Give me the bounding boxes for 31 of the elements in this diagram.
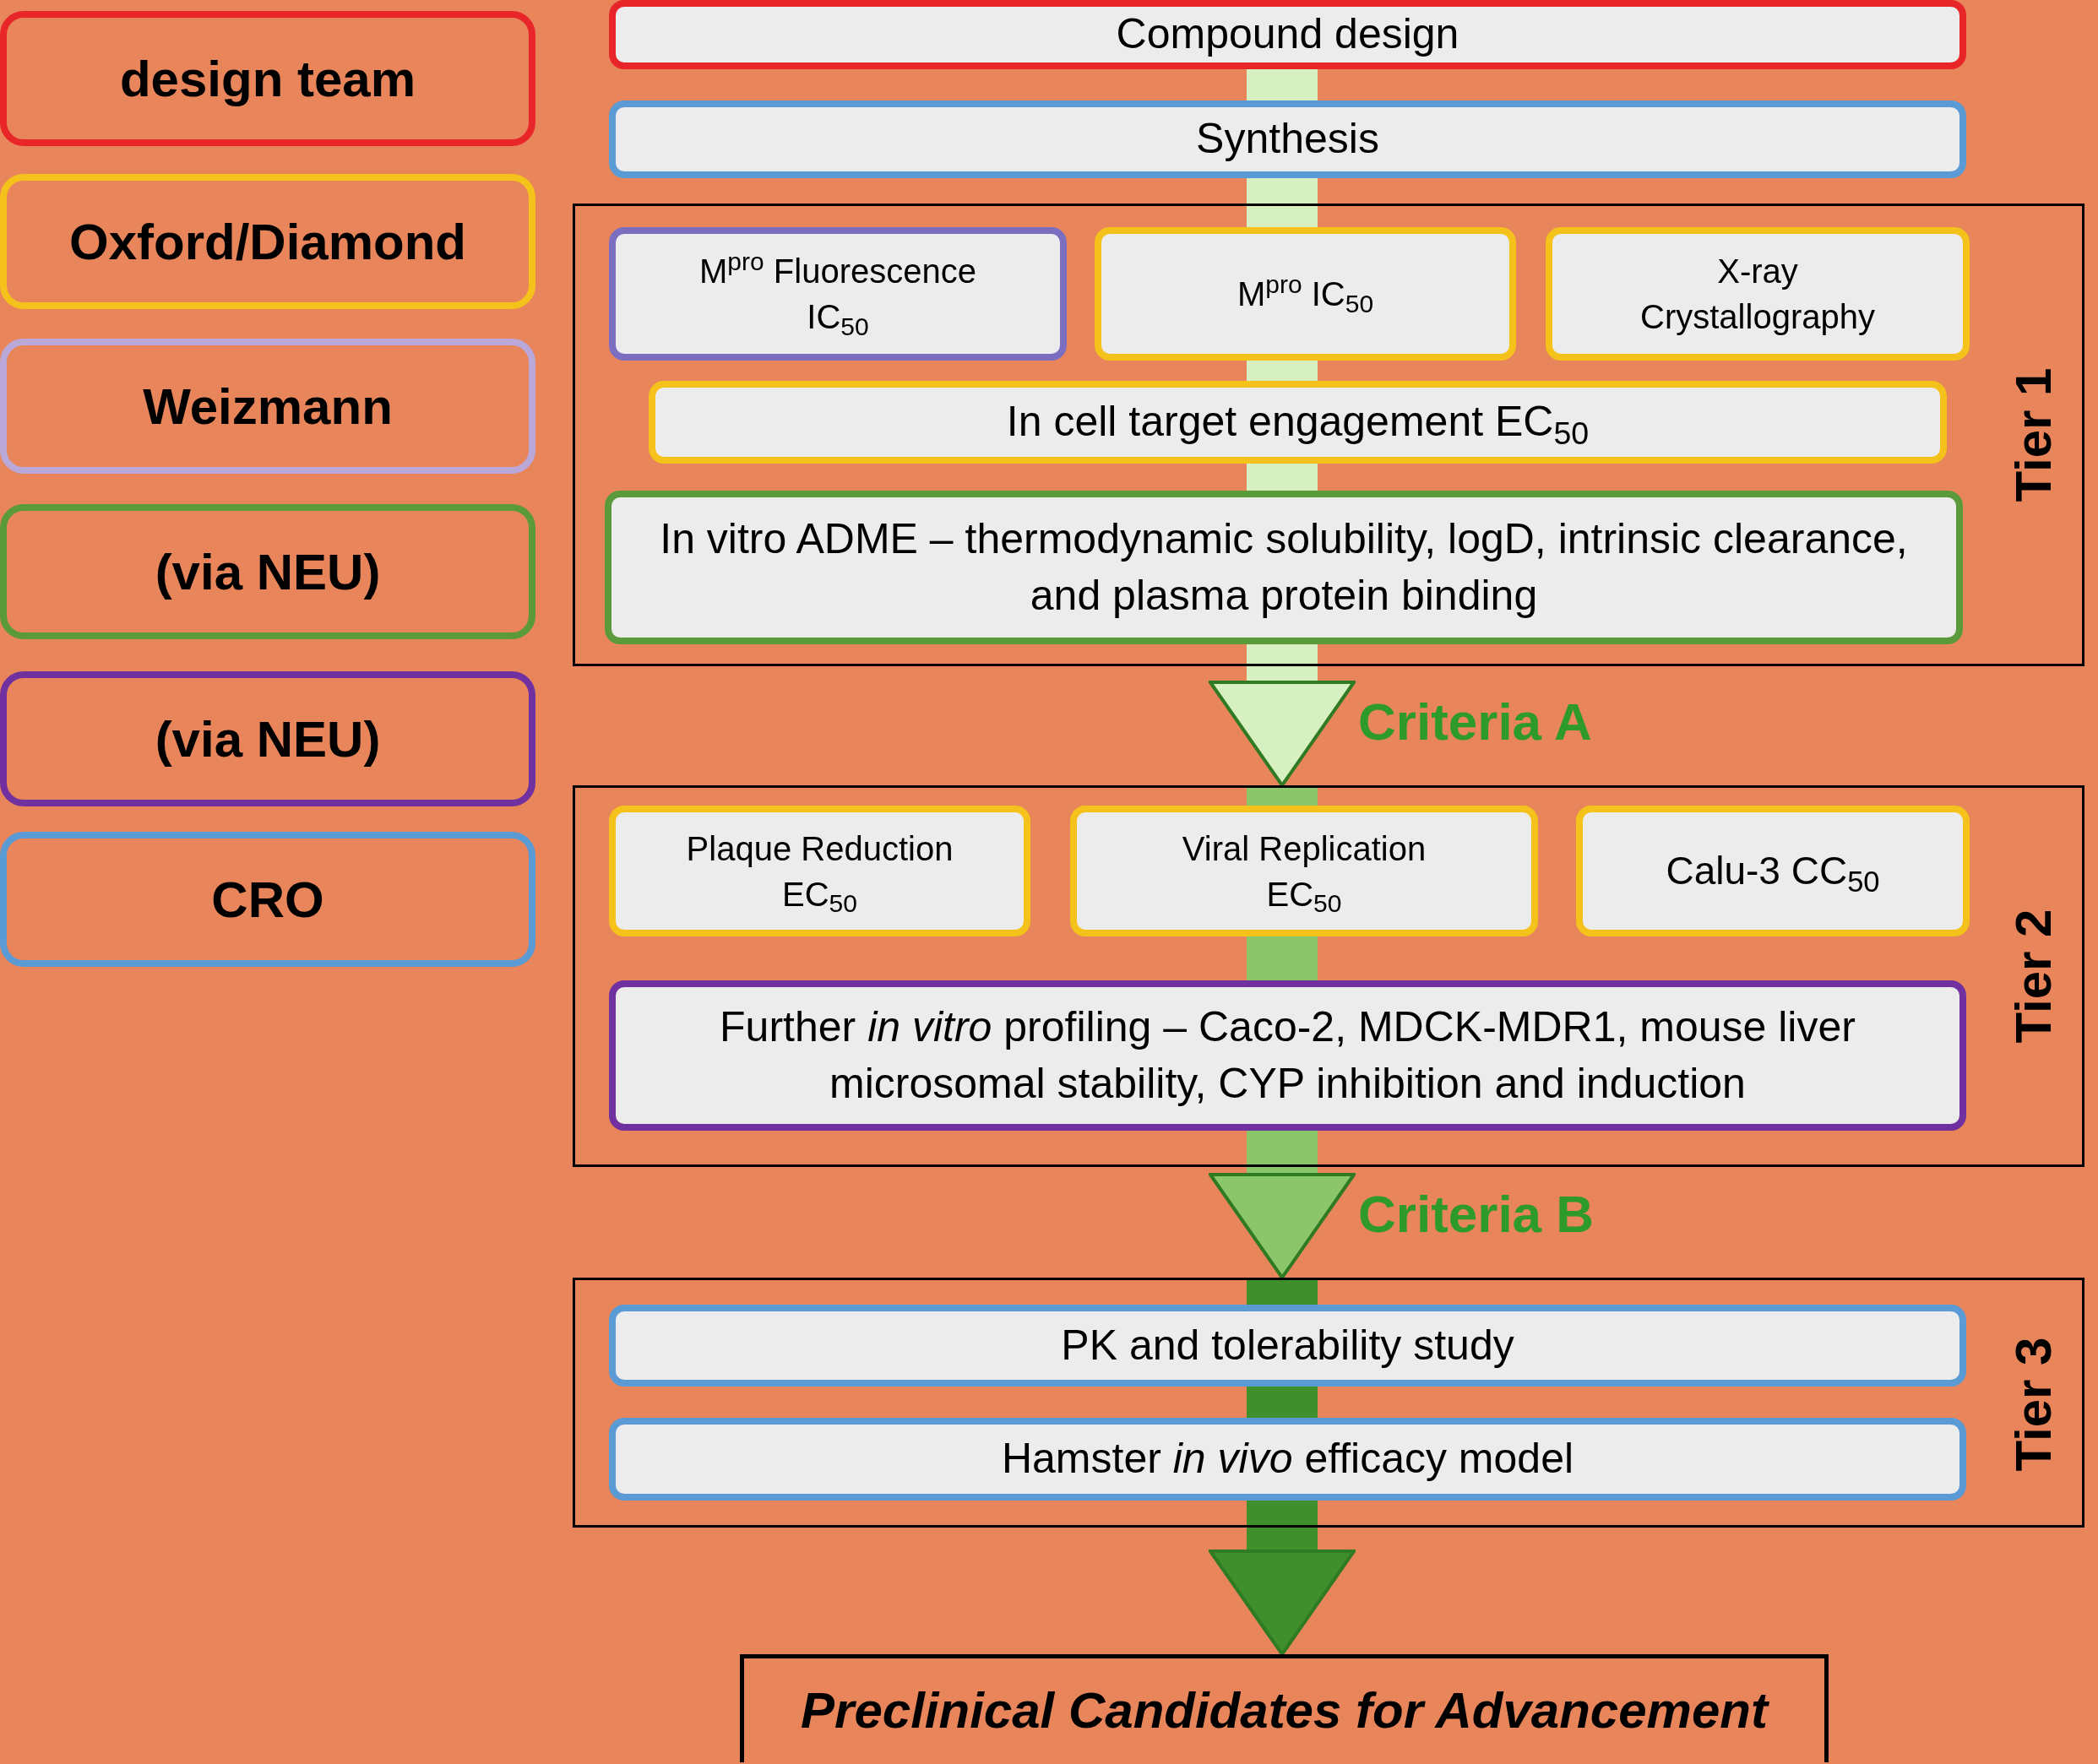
tier-frame bbox=[573, 1278, 2084, 1528]
team-box: (via NEU) bbox=[0, 671, 535, 806]
process-box: Plaque Reduction EC$_{50}$ bbox=[609, 806, 1030, 936]
team-box: CRO bbox=[0, 832, 535, 967]
process-box: PK and tolerability study bbox=[609, 1305, 1966, 1387]
process-box: Synthesis bbox=[609, 100, 1966, 178]
flow-arrow bbox=[1209, 1528, 1356, 1656]
process-box: Further in vitro profiling – Caco-2, MDCK-MDR1, mouse liver microsomal stability, CYP inhibition and induction bbox=[609, 980, 1966, 1131]
result-box: Preclinical Candidates for Advancement bbox=[740, 1654, 1829, 1762]
team-box: Weizmann bbox=[0, 339, 535, 474]
process-box: Compound design bbox=[609, 0, 1966, 69]
tier-label: Tier 3 bbox=[2008, 1337, 2059, 1472]
tier-label: Tier 1 bbox=[2008, 367, 2059, 502]
team-box: Oxford/Diamond bbox=[0, 174, 535, 309]
tier-frame bbox=[573, 204, 2084, 666]
flow-arrow bbox=[1209, 666, 1356, 787]
process-box: Hamster in vivo efficacy model bbox=[609, 1418, 1966, 1501]
process-box: In cell target engagement EC$_{50}$ bbox=[649, 381, 1947, 464]
tier-label: Tier 2 bbox=[2008, 909, 2059, 1044]
process-box: X-ray Crystallography bbox=[1546, 227, 1970, 361]
process-box: M$^{pro}$ Fluorescence IC$_{50}$ bbox=[609, 227, 1067, 361]
tier-frame bbox=[573, 785, 2084, 1167]
flow-arrow bbox=[1209, 1167, 1356, 1279]
edge-label: Criteria B bbox=[1358, 1188, 1595, 1240]
team-box: (via NEU) bbox=[0, 504, 535, 639]
process-box: In vitro ADME – thermodynamic solubility, logD, intrinsic clearance, and plasma protein binding bbox=[605, 491, 1963, 644]
process-box: Viral Replication EC$_{50}$ bbox=[1070, 806, 1538, 936]
process-box: M$^{pro}$ IC$_{50}$ bbox=[1095, 227, 1516, 361]
team-box: design team bbox=[0, 11, 535, 146]
process-box: Calu-3 CC$_{50}$ bbox=[1576, 806, 1970, 936]
edge-label: Criteria A bbox=[1358, 696, 1592, 748]
